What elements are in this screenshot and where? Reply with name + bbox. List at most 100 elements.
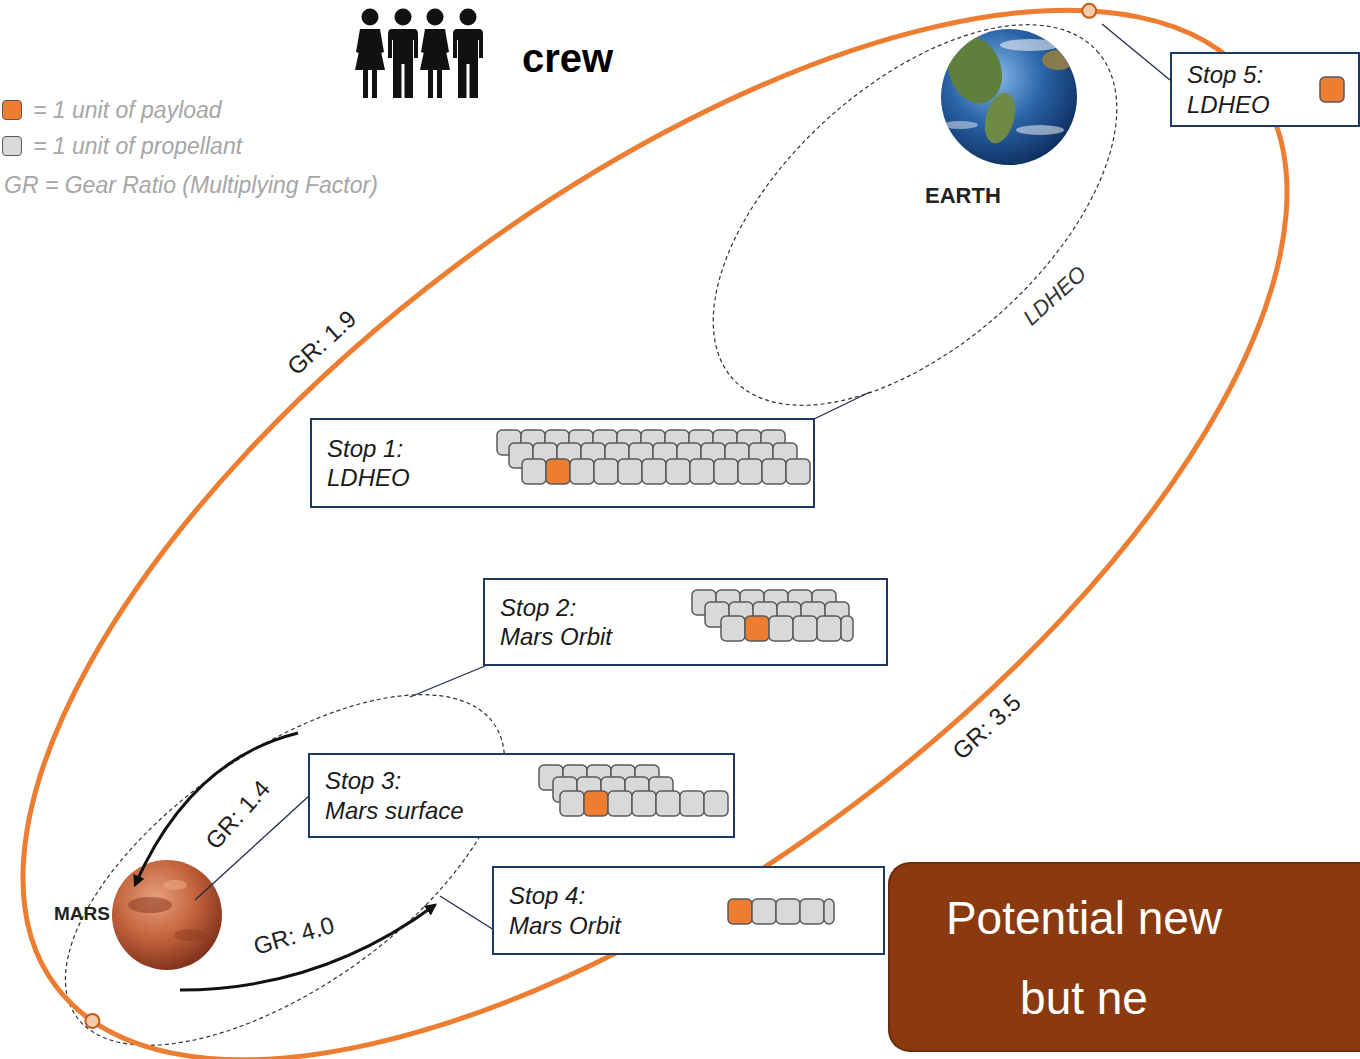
stop-label: Stop 3:Mars surface bbox=[325, 766, 464, 825]
stop-label: Stop 4:Mars Orbit bbox=[509, 881, 621, 940]
gear-ratio: GR: 3.5 bbox=[948, 689, 1026, 765]
cloud bbox=[942, 121, 978, 129]
mars-orbit bbox=[8, 627, 561, 1059]
callout-banner: Potential new but ne bbox=[888, 862, 1360, 1052]
gear-ratio: GR: 1.9 bbox=[282, 306, 361, 381]
propellant-unit bbox=[721, 616, 745, 641]
leader-line bbox=[440, 896, 494, 930]
stop-box: Stop 1:LDHEO bbox=[310, 418, 815, 508]
crew-man bbox=[388, 9, 418, 99]
mars-patch bbox=[163, 880, 187, 890]
crew-label: crew bbox=[522, 36, 613, 80]
stop-box: Stop 3:Mars surface bbox=[308, 753, 735, 838]
gear-ratio: GR: 1.4 bbox=[201, 775, 276, 854]
head bbox=[362, 9, 379, 26]
legend-note: GR = Gear Ratio (Multiplying Factor) bbox=[4, 173, 378, 198]
gear-ratio: GR: 4.0 bbox=[251, 912, 338, 960]
leg bbox=[437, 70, 442, 98]
orbit-marker bbox=[85, 1014, 99, 1028]
propellant-unit bbox=[752, 899, 776, 924]
propellant-unit bbox=[738, 459, 762, 484]
leader-lines bbox=[195, 24, 1170, 930]
orbit-name: LDHEO bbox=[1019, 262, 1092, 331]
orbit-marker bbox=[1082, 4, 1096, 18]
cloud bbox=[1016, 125, 1064, 135]
stop-number: Stop 2: bbox=[500, 593, 612, 622]
leader-line bbox=[1102, 24, 1170, 80]
head bbox=[427, 9, 444, 26]
body bbox=[355, 29, 385, 70]
head bbox=[460, 9, 477, 26]
ascent-arrow bbox=[180, 905, 435, 990]
stop-label: Stop 5:LDHEO bbox=[1187, 60, 1270, 119]
earth-land bbox=[939, 29, 1074, 147]
propellant-unit bbox=[824, 899, 834, 924]
propellant-unit bbox=[680, 791, 704, 816]
stop-location: Mars surface bbox=[325, 796, 464, 825]
body bbox=[453, 29, 483, 98]
legend-text: = 1 unit of payload bbox=[33, 98, 222, 122]
leg bbox=[428, 70, 433, 98]
propellant-unit bbox=[642, 459, 666, 484]
propellant-unit bbox=[793, 616, 817, 641]
propellant-unit bbox=[817, 616, 841, 641]
mars-patch bbox=[174, 929, 206, 941]
earth-orbit bbox=[646, 0, 1184, 476]
leader-line bbox=[410, 666, 485, 697]
stop-number: Stop 3: bbox=[325, 766, 464, 795]
stop-number: Stop 1: bbox=[327, 434, 410, 463]
propellant-unit bbox=[690, 459, 714, 484]
leg bbox=[363, 70, 368, 98]
propellant-unit bbox=[522, 459, 546, 484]
stop-number: Stop 5: bbox=[1187, 60, 1270, 89]
mars-disc bbox=[112, 860, 222, 970]
banner-line: Potential new but ne bbox=[924, 878, 1244, 1038]
continent bbox=[980, 89, 1021, 146]
mars-surface-marks bbox=[128, 880, 206, 941]
crew-woman bbox=[355, 9, 385, 99]
leader-line bbox=[812, 392, 870, 420]
legend-text: = 1 unit of propellant bbox=[33, 134, 242, 158]
propellant-unit bbox=[769, 616, 793, 641]
propellant-unit bbox=[786, 459, 810, 484]
propellant-unit bbox=[608, 791, 632, 816]
stop-box: Stop 2:Mars Orbit bbox=[483, 578, 888, 666]
stop-location: LDHEO bbox=[1187, 90, 1270, 119]
payload-unit bbox=[745, 616, 769, 641]
legend-swatch bbox=[2, 136, 22, 156]
stop-location: LDHEO bbox=[327, 463, 410, 492]
mars-planet bbox=[112, 860, 222, 970]
propellant-unit bbox=[560, 791, 584, 816]
payload-unit bbox=[546, 459, 570, 484]
crew-woman bbox=[420, 9, 450, 99]
propellant-unit bbox=[656, 791, 680, 816]
propellant-unit bbox=[704, 791, 728, 816]
propellant-unit bbox=[632, 791, 656, 816]
earth-planet bbox=[939, 29, 1077, 165]
cloud bbox=[1000, 39, 1060, 51]
payload-unit bbox=[584, 791, 608, 816]
propellant-unit bbox=[800, 899, 824, 924]
legend-swatch bbox=[2, 100, 22, 120]
banner-text: Potential new but ne bbox=[924, 878, 1244, 1038]
leg bbox=[372, 70, 377, 98]
stop-location: Mars Orbit bbox=[500, 622, 612, 651]
propellant-unit bbox=[776, 899, 800, 924]
stop-location: Mars Orbit bbox=[509, 911, 621, 940]
stop-number: Stop 4: bbox=[509, 881, 621, 910]
propellant-unit bbox=[594, 459, 618, 484]
stop-label: Stop 2:Mars Orbit bbox=[500, 593, 612, 652]
planet-name: MARS bbox=[54, 904, 110, 925]
stop-box: Stop 5:LDHEO bbox=[1170, 52, 1360, 127]
payload-unit bbox=[1320, 77, 1344, 102]
propellant-unit bbox=[762, 459, 786, 484]
body bbox=[420, 29, 450, 70]
payload-unit bbox=[728, 899, 752, 924]
planet-name: EARTH bbox=[925, 184, 1001, 208]
descent-arrow bbox=[135, 733, 298, 885]
crew-icon bbox=[355, 9, 483, 99]
propellant-unit bbox=[618, 459, 642, 484]
propellant-unit bbox=[666, 459, 690, 484]
propellant-unit bbox=[570, 459, 594, 484]
